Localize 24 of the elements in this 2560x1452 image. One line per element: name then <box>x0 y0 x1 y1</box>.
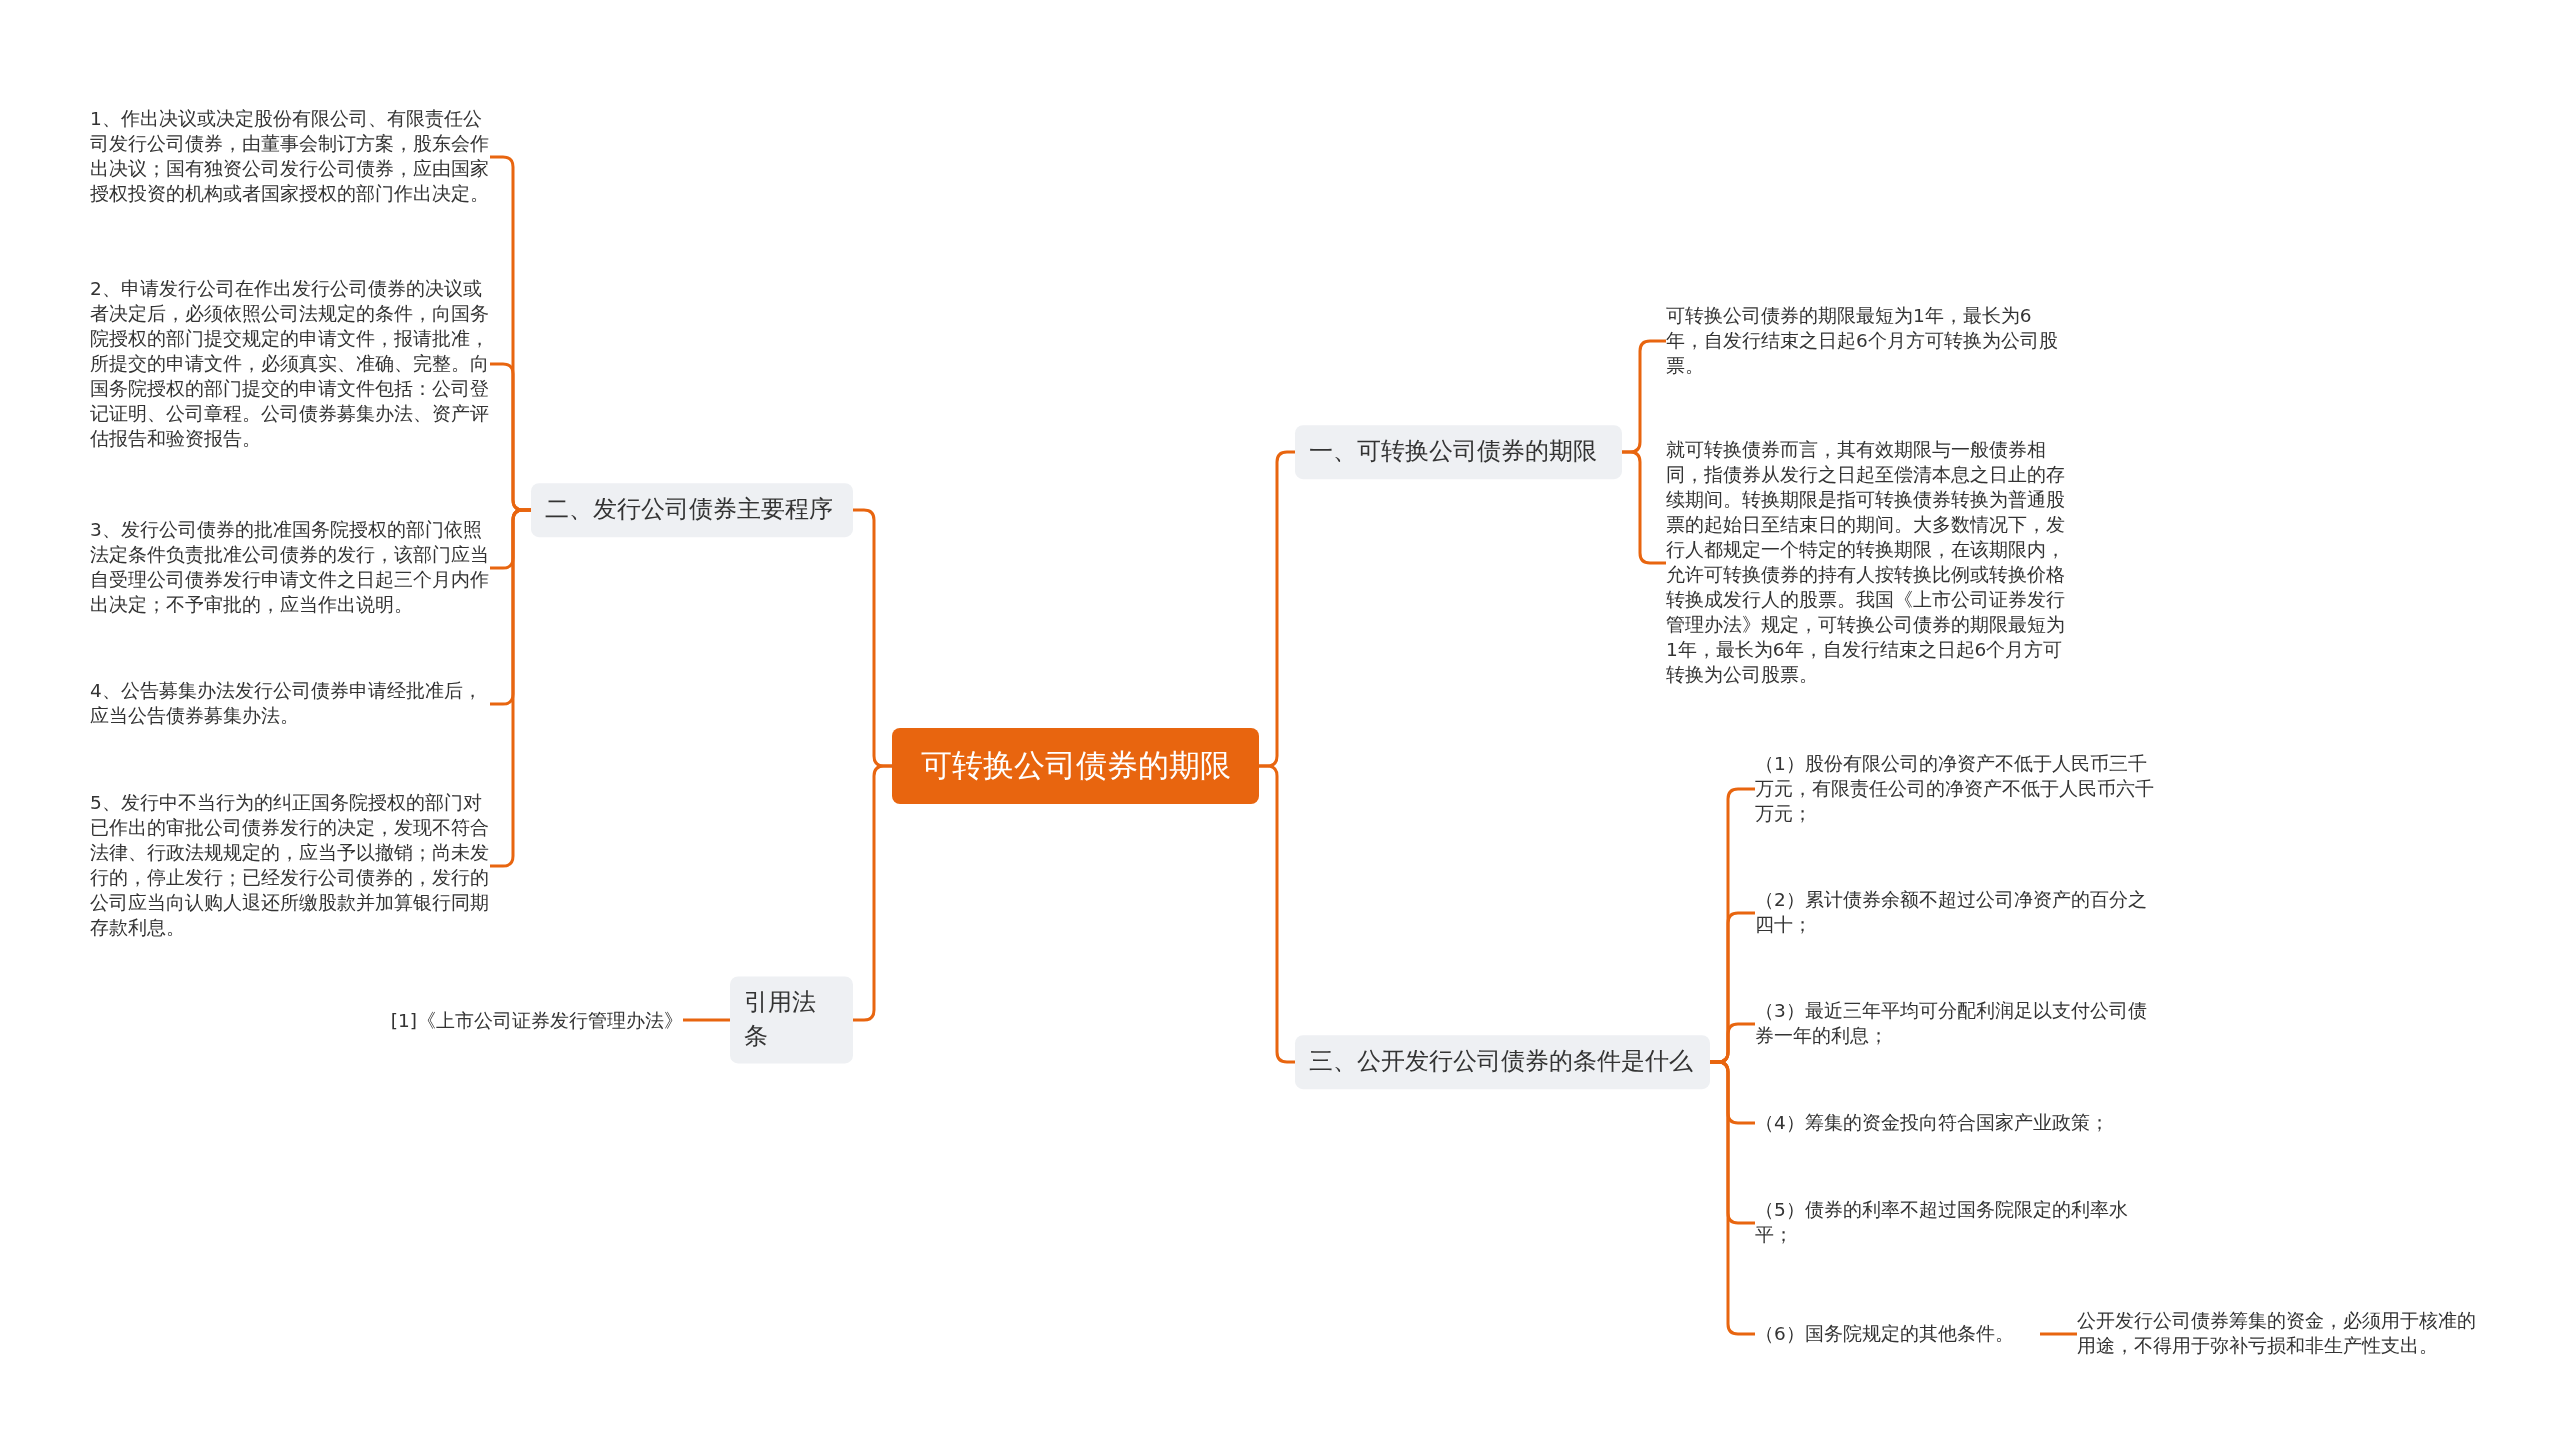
topic-text: （3）最近三年平均可分配利润足以支付公司债券一年的利息； <box>1755 999 2155 1049</box>
connector-line <box>853 764 892 1022</box>
topic-box: 二、发行公司债券主要程序 <box>531 483 853 537</box>
topic-text: 4、公告募集办法发行公司债券申请经批准后，应当公告债券募集办法。 <box>90 679 490 729</box>
topic-text: [1]《上市公司证券发行管理办法》 <box>360 1008 683 1034</box>
topic-text: 3、发行公司债券的批准国务院授权的部门依照法定条件负责批准公司债券的发行，该部门应当自受理公司债券发行申请文件之日起三个月内作出决定；不予审批的，应当作出说明。 <box>90 518 490 618</box>
topic-text: 1、作出决议或决定股份有限公司、有限责任公司发行公司债券，由董事会制订方案，股东会作出决议；国有独资公司发行公司债券，应由国家授权投资的机构或者国家授权的部门作出决定。 <box>90 107 490 207</box>
topic-text: 就可转换债券而言，其有效期限与一般债券相同，指债券从发行之日起至偿清本息之日止的存续期间。转换期限是指可转换债券转换为普通股票的起始日至结束日的期间。大多数情况下，发行人都规定一个特定的转换期限，在该期限内，允许可转换债券的持有人按转换比例或转换价格转换成发行人的股票。我国《上市公司证券发行管理办法》规定，可转换公司债券的期限最短为1年，最长为6年，自发行结束之日起6个月方可转换为公司股票。 <box>1666 438 2066 688</box>
topic-text: （2）累计债券余额不超过公司净资产的百分之四十； <box>1755 888 2155 938</box>
topic-box: 引用法条 <box>730 976 853 1064</box>
connector-line <box>1259 764 1295 1064</box>
topic-text: 可转换公司债券的期限最短为1年，最长为6年，自发行结束之日起6个月方可转换为公司股票。 <box>1666 303 2066 379</box>
topic-text: 公开发行公司债券筹集的资金，必须用于核准的用途，不得用于弥补亏损和非生产性支出。 <box>2077 1309 2487 1359</box>
topic-text: （1）股份有限公司的净资产不低于人民币三千万元，有限责任公司的净资产不低于人民币六千万元； <box>1755 751 2155 827</box>
topic-box: 一、可转换公司债券的期限 <box>1295 425 1622 479</box>
topic-box: 三、公开发行公司债券的条件是什么 <box>1295 1035 1710 1089</box>
topic-text: （4）筹集的资金投向符合国家产业政策； <box>1755 1110 2155 1136</box>
central-topic: 可转换公司债券的期限 <box>892 728 1259 804</box>
topic-text: 2、申请发行公司在作出发行公司债券的决议或者决定后，必须依照公司法规定的条件，向国务院授权的部门提交规定的申请文件，报请批准，所提交的申请文件，必须真实、准确、完整。向国务院授权的部门提交的申请文件包括：公司登记证明、公司章程。公司债券募集办法、资产评估报告和验资报告。 <box>90 276 490 452</box>
topic-text: （5）债券的利率不超过国务院限定的利率水平； <box>1755 1198 2155 1248</box>
topic-text: 5、发行中不当行为的纠正国务院授权的部门对已作出的审批公司债券发行的决定，发现不符合法律、行政法规规定的，应当予以撤销；尚未发行的，停止发行；已经发行公司债券的，发行的公司应当向认购人退还所缴股款并加算银行同期存款利息。 <box>90 791 490 941</box>
connector-line <box>683 1018 730 1022</box>
connector-line <box>2040 1332 2077 1336</box>
topic-text: （6）国务院规定的其他条件。 <box>1755 1321 2040 1347</box>
